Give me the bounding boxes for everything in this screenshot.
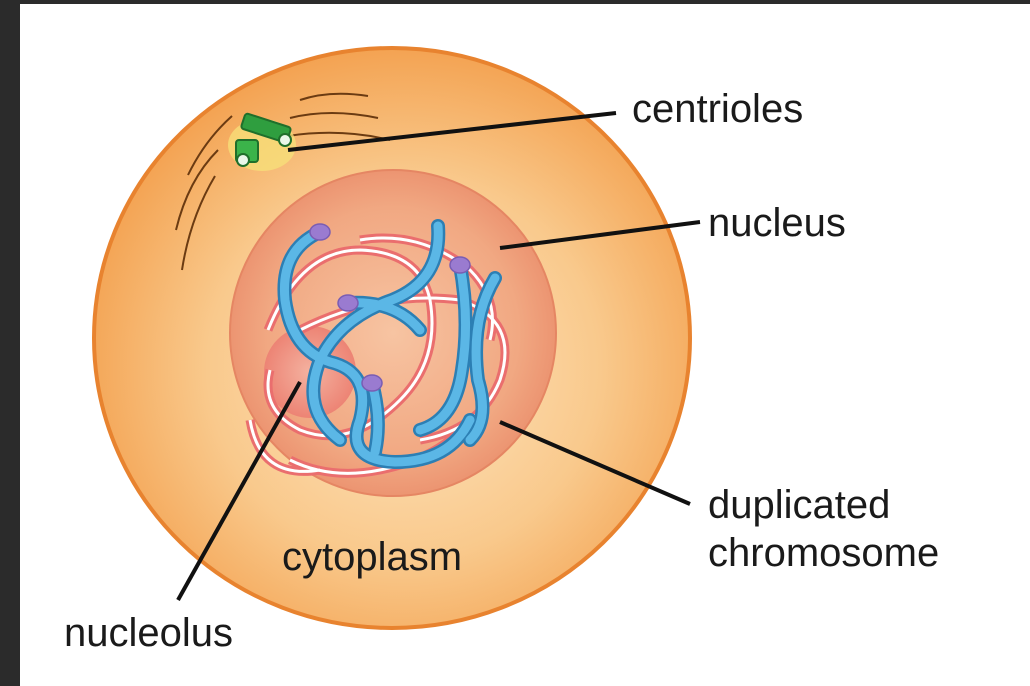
centromere [310, 224, 330, 240]
centromere [450, 257, 470, 273]
label-duplicated-line1: duplicated [708, 483, 890, 527]
centromere [338, 295, 358, 311]
label-nucleolus: nucleolus [64, 611, 233, 655]
nucleus [230, 170, 556, 496]
label-duplicated-line2: chromosome [708, 531, 939, 575]
label-centrioles: centrioles [632, 87, 803, 131]
label-nucleus: nucleus [708, 201, 846, 245]
label-cytoplasm: cytoplasm [282, 535, 462, 579]
centromere [362, 375, 382, 391]
